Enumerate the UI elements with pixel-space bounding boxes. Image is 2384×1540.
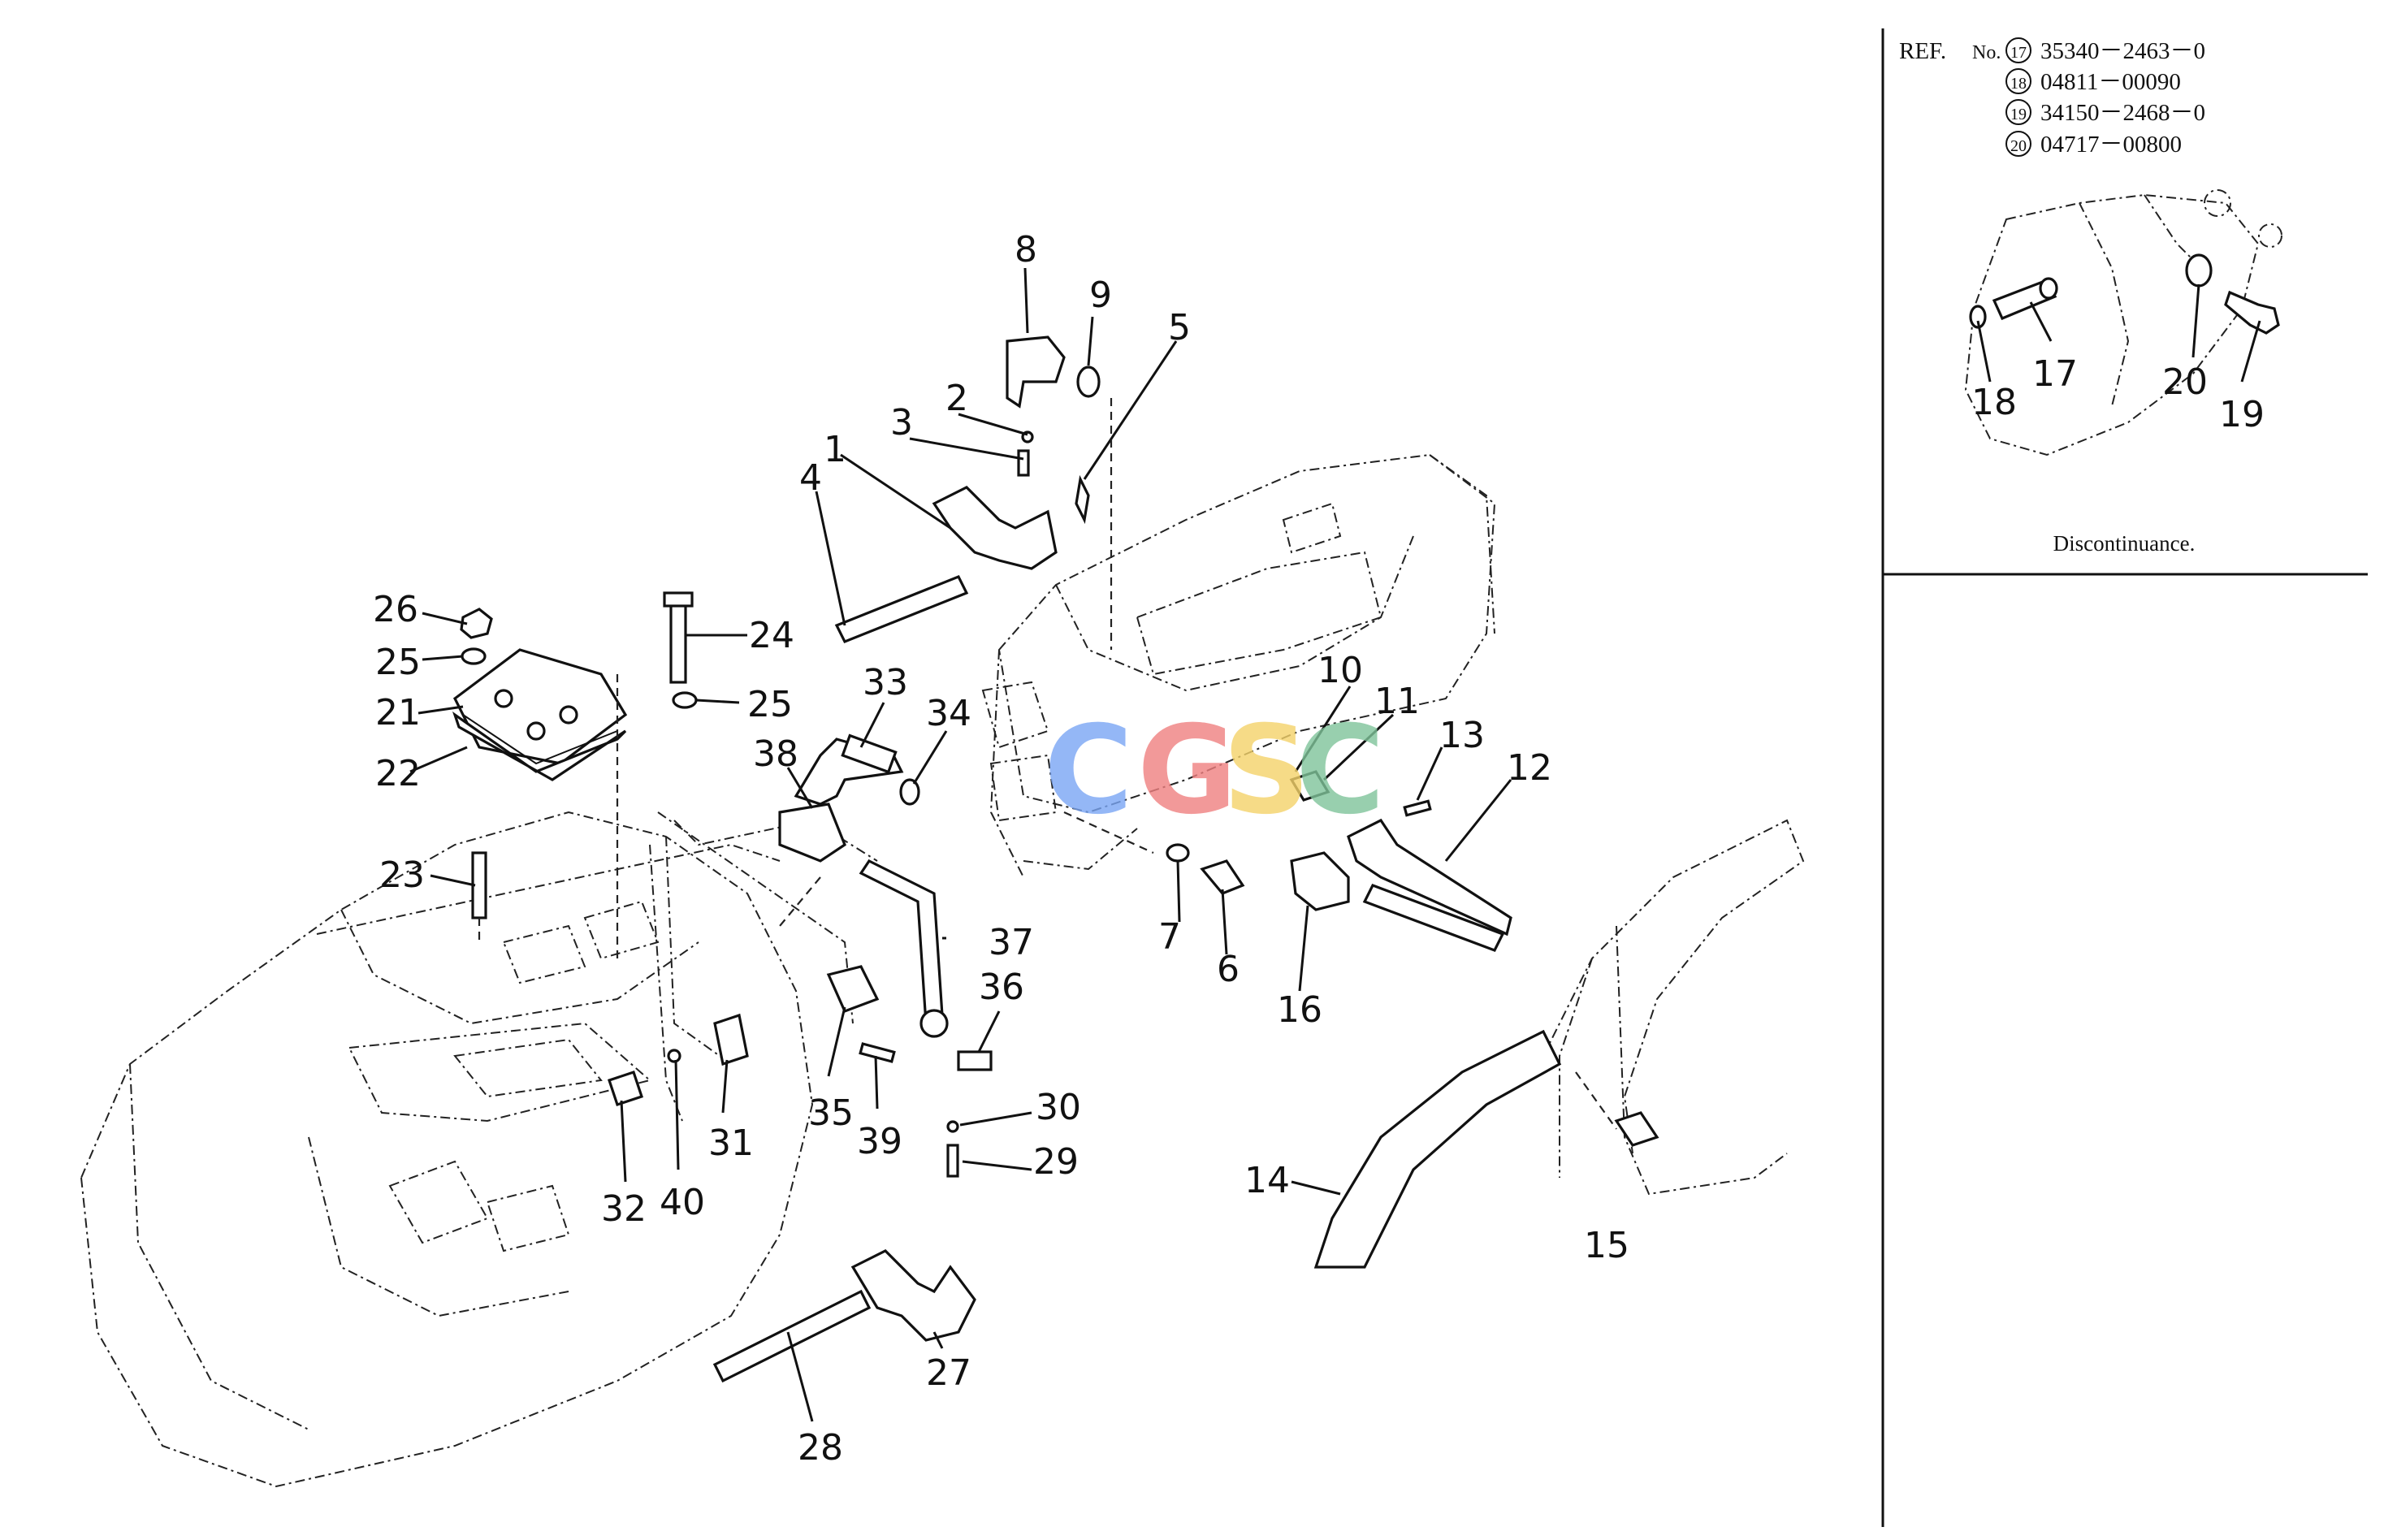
callout-25a: 25 (375, 642, 421, 683)
inset-no-label: No. (1972, 42, 2001, 63)
callout-7: 7 (1158, 916, 1181, 958)
inset-ref-label: REF. (1899, 38, 1946, 64)
callout-11: 11 (1374, 681, 1420, 722)
callout-36: 36 (979, 967, 1024, 1008)
ref-badge-19: 19 (2010, 106, 2027, 123)
part-callouts: 1 2 3 4 5 6 7 8 9 10 11 12 13 14 15 16 2… (373, 229, 1629, 1469)
callout-6: 6 (1217, 949, 1240, 990)
ref-badge-17: 17 (2010, 44, 2027, 62)
watermark-letter-g: G (1137, 700, 1237, 841)
callout-10: 10 (1317, 650, 1363, 691)
callout-39: 39 (857, 1121, 902, 1162)
ref-badge-18: 18 (2010, 75, 2027, 93)
callout-16: 16 (1277, 989, 1322, 1031)
watermark-letter-c2: C (1296, 700, 1385, 841)
callout-29: 29 (1033, 1141, 1079, 1183)
callout-28: 28 (798, 1427, 843, 1469)
callout-27: 27 (926, 1352, 971, 1394)
ref-part-17: 35340－2463－0 (2040, 38, 2205, 64)
callout-22: 22 (375, 753, 421, 794)
transmission-housing-center (981, 453, 1496, 878)
callout-8: 8 (1015, 229, 1037, 270)
transmission-housing-left (80, 811, 878, 1488)
shift-lever-assembly (607, 733, 993, 1107)
callout-34: 34 (926, 693, 971, 734)
inset-callout-18: 18 (1971, 382, 2017, 423)
callout-33: 33 (863, 662, 908, 703)
callout-37: 37 (989, 922, 1034, 963)
ref-part-18: 04811－00090 (2040, 69, 2181, 95)
callout-15: 15 (1584, 1225, 1629, 1266)
callout-14: 14 (1244, 1160, 1290, 1201)
callout-32: 32 (601, 1188, 647, 1230)
watermark-letter-c1: C (1044, 700, 1133, 841)
callout-23: 23 (379, 854, 425, 896)
callout-3: 3 (890, 402, 913, 443)
inset-drawing (1964, 189, 2282, 456)
shift-fork-assembly-top (834, 335, 1101, 644)
watermark-logo: C G S C (1044, 700, 1385, 841)
callout-2: 2 (945, 378, 968, 419)
callout-4: 4 (799, 457, 822, 499)
callout-30: 30 (1036, 1087, 1081, 1128)
inset-panel: REF. No. 17 35340－2463－0 18 04811－00090 … (1881, 28, 2368, 1527)
ref-part-19: 34150－2468－0 (2040, 100, 2205, 126)
right-parts-group (1166, 770, 1659, 1269)
callout-9: 9 (1089, 275, 1112, 316)
fuel-cover-assembly (452, 591, 698, 919)
callout-13: 13 (1439, 715, 1485, 756)
leader-lines (409, 267, 1617, 1422)
inset-callout-20: 20 (2162, 361, 2208, 403)
ref-part-20: 04717－00800 (2040, 132, 2182, 158)
inset-callout-19: 19 (2219, 394, 2265, 435)
callout-31: 31 (708, 1123, 754, 1164)
transmission-housing-right (1542, 819, 1805, 1196)
inset-callout-17: 17 (2032, 353, 2078, 395)
callout-38: 38 (753, 733, 798, 775)
callout-5: 5 (1168, 307, 1191, 348)
inset-ref-list: 17 35340－2463－0 18 04811－00090 19 34150－… (2005, 37, 2205, 158)
callout-21: 21 (375, 692, 421, 733)
callout-24: 24 (749, 615, 794, 656)
callout-35: 35 (808, 1092, 854, 1134)
watermark-letter-s: S (1222, 700, 1310, 841)
shift-fork-assembly-bottom (712, 1120, 976, 1383)
callout-40: 40 (660, 1182, 705, 1223)
ref-badge-20: 20 (2010, 137, 2027, 155)
callout-1: 1 (824, 429, 846, 470)
inset-note: Discontinuance. (2053, 531, 2196, 556)
callout-12: 12 (1507, 747, 1552, 789)
callout-25b: 25 (747, 684, 793, 725)
callout-26: 26 (373, 589, 418, 630)
